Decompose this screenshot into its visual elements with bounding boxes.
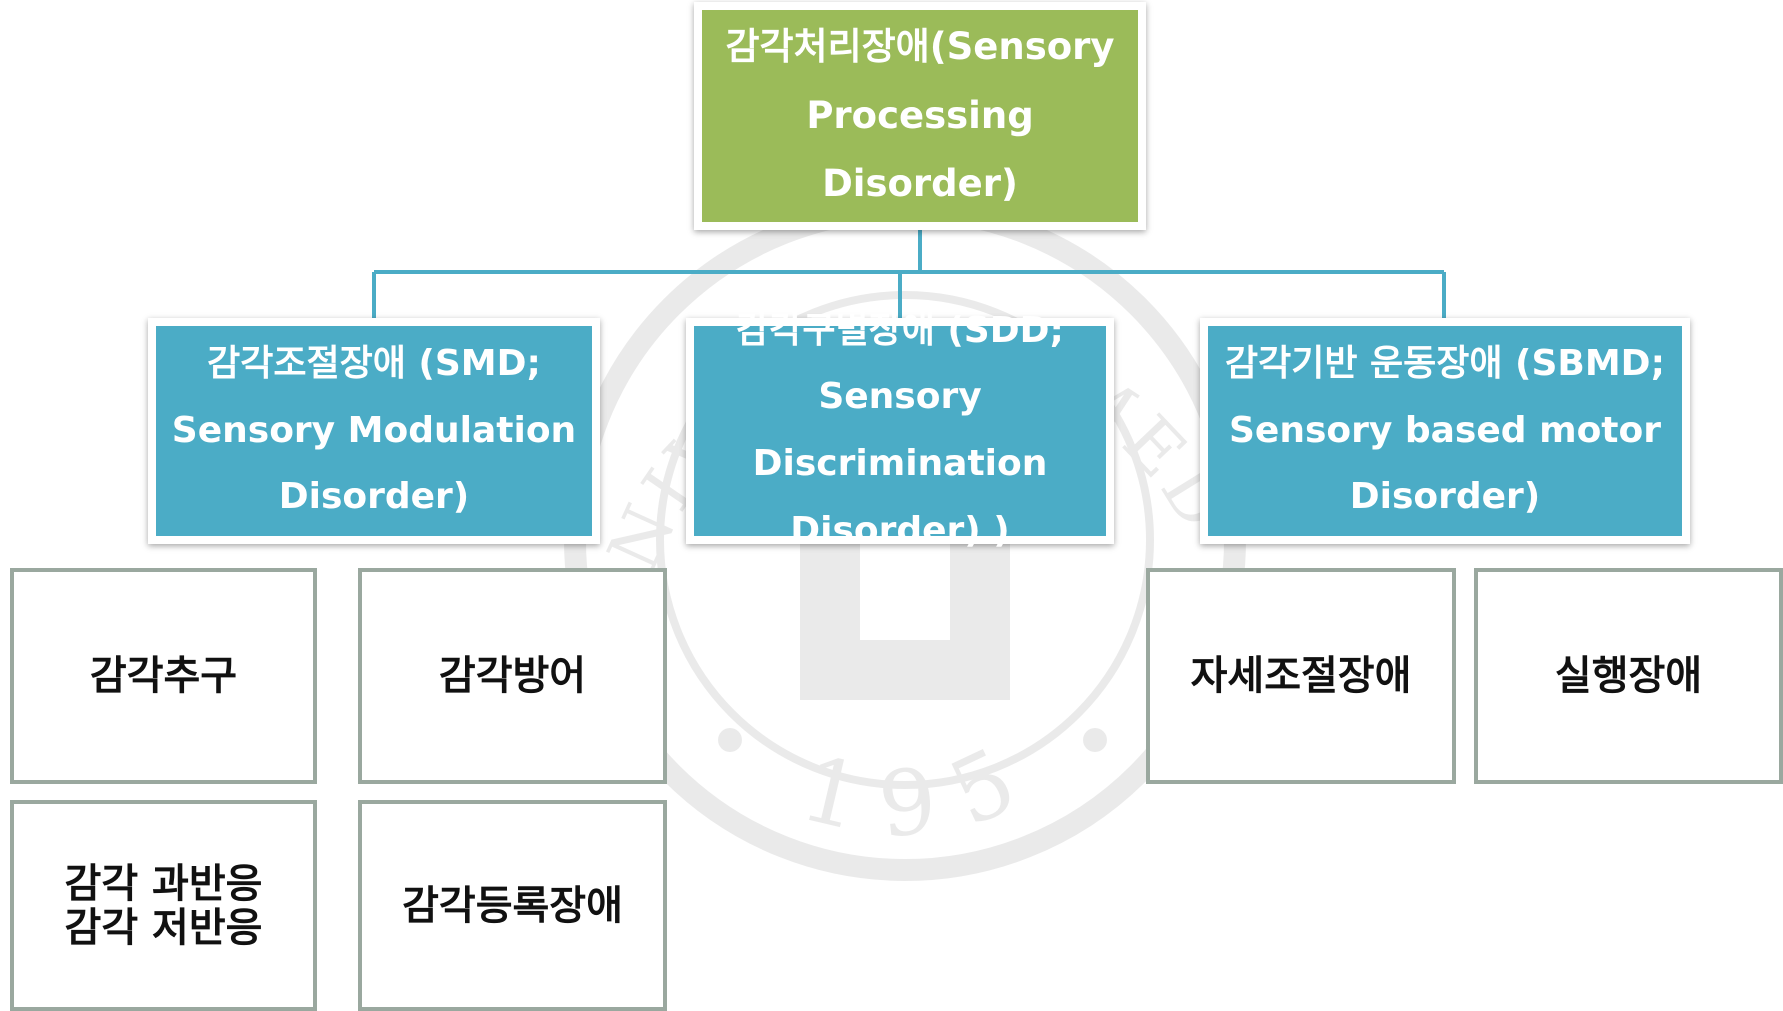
leaf-dyspraxia: 실행장애 bbox=[1474, 568, 1783, 784]
category-label-sdd: 감각구별장애 (SDD; Sensory Discrimination Diso… bbox=[694, 310, 1106, 551]
category-label-smd: 감각조절장애 (SMD; Sensory Modulation Disorder… bbox=[156, 326, 592, 536]
root-node-spd: 감각처리장애(Sensory Processing Disorder) bbox=[694, 2, 1146, 230]
leaf-sensory-registration: 감각등록장애 bbox=[358, 800, 667, 1011]
leaf-over-under-responsivity: 감각 과반응 감각 저반응 bbox=[10, 800, 317, 1011]
category-label-sbmd: 감각기반 운동장애 (SBMD; Sensory based motor Dis… bbox=[1208, 326, 1682, 536]
category-node-sbmd: 감각기반 운동장애 (SBMD; Sensory based motor Dis… bbox=[1200, 318, 1690, 544]
category-node-sdd: 감각구별장애 (SDD; Sensory Discrimination Diso… bbox=[686, 310, 1114, 551]
leaf-sensory-seeking: 감각추구 bbox=[10, 568, 317, 784]
root-node-label: 감각처리장애(Sensory Processing Disorder) bbox=[702, 10, 1138, 222]
leaf-sensory-defensiveness: 감각방어 bbox=[358, 568, 667, 784]
leaf-postural-disorder: 자세조절장애 bbox=[1146, 568, 1456, 784]
category-node-smd: 감각조절장애 (SMD; Sensory Modulation Disorder… bbox=[148, 318, 600, 544]
